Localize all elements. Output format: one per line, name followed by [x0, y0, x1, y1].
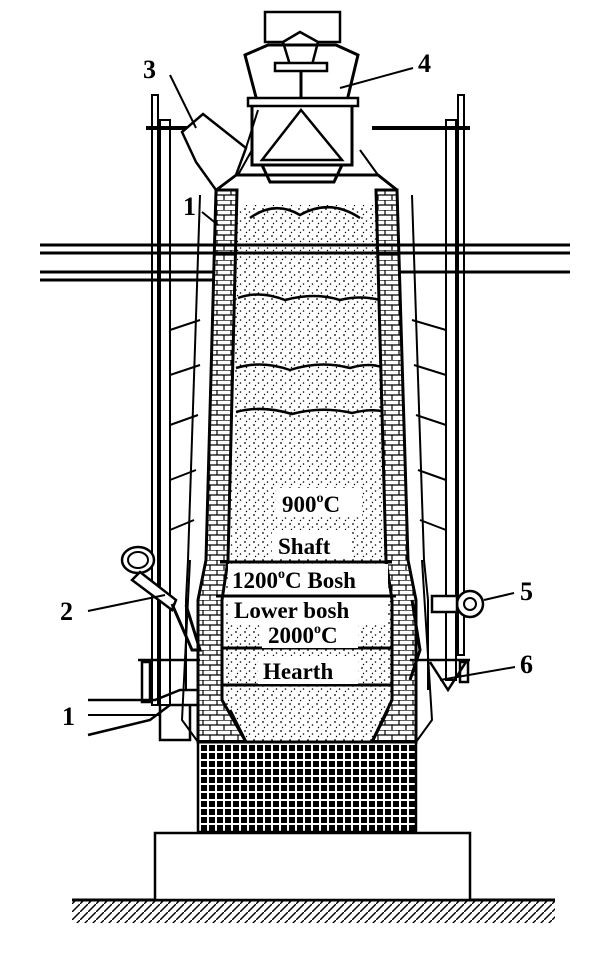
lower-bosh-label: Lower bosh [234, 598, 349, 623]
bosh-temperature-label: 1200oC Bosh [232, 567, 356, 593]
ground [72, 898, 555, 923]
callout-5: 5 [520, 577, 533, 606]
callout-1-top: 1 [183, 192, 196, 221]
shaft-label: Shaft [278, 534, 331, 559]
hot-blast-pipe [120, 545, 203, 652]
hearth-bottom-block [196, 740, 418, 834]
support-columns [146, 94, 470, 706]
callout-labels: 3 4 1 2 5 6 1 [60, 49, 533, 731]
callout-6: 6 [520, 650, 533, 679]
shaft-temperature: 900oC [282, 491, 340, 517]
hearth-temperature: 2000oC [268, 622, 338, 648]
bustle-pipe [408, 589, 485, 681]
callout-3: 3 [143, 55, 156, 84]
callout-1-bottom: 1 [62, 702, 75, 731]
furnace-wall-right [369, 188, 418, 744]
charging-equipment [215, 10, 398, 192]
hearth-label: Hearth [263, 659, 333, 684]
callout-leaders [87, 67, 516, 716]
platforms [40, 243, 570, 282]
callout-2: 2 [60, 597, 73, 626]
zone-labels: 900oC Shaft 1200oC Bosh Lower bosh 2000o… [228, 488, 388, 684]
tuyere-ring [138, 658, 470, 704]
hearth-crucible [228, 709, 390, 744]
charge-layers [235, 205, 387, 416]
callout-4: 4 [418, 49, 431, 78]
gas-offtake [180, 109, 259, 192]
ladder-brackets [169, 319, 447, 531]
tap-hole [87, 688, 198, 742]
foundation [153, 831, 472, 902]
